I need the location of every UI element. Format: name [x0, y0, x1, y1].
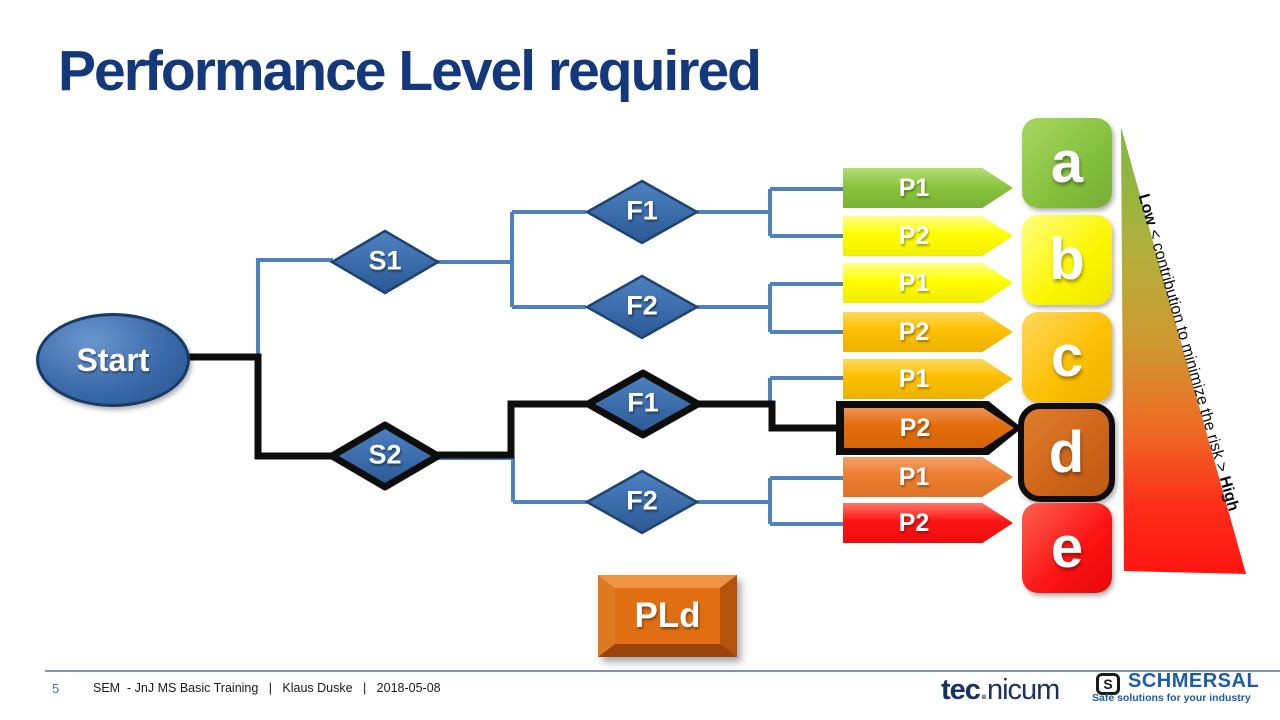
connector-f1-p2-bold [698, 400, 846, 432]
tag-p1-amber: P1 [843, 359, 1013, 399]
tag-p2-orange-inner: P2 [844, 408, 1014, 448]
result-box-c: c [1022, 312, 1112, 402]
tag-p1-orange: P1 [843, 457, 1013, 497]
decision-label-f2-bottom: F2 [626, 485, 658, 516]
result-box-b: b [1022, 215, 1112, 305]
result-box-e: e [1022, 503, 1112, 593]
connectors-normal [256, 187, 845, 526]
tag-p2-amber: P2 [843, 312, 1013, 352]
decision-diamond-s2-highlighted [328, 421, 442, 491]
connector-start-s1 [256, 258, 333, 357]
decision-label-f1-top: F1 [626, 195, 658, 226]
result-box-a: a [1022, 118, 1112, 208]
decision-diamond-f2-top [584, 274, 700, 340]
start-label: Start [76, 341, 150, 378]
connector-f1top-p [697, 187, 845, 238]
result-box-d-highlighted: d [1018, 403, 1115, 502]
connector-f1bottom-p1 [700, 376, 845, 406]
schmersal-icon: S [1096, 673, 1120, 695]
risk-gradient-triangle [1121, 127, 1246, 574]
decision-label-s2: S2 [368, 439, 402, 470]
decision-diamond-f2-bottom [584, 469, 700, 535]
decision-label-f1-bottom: F1 [627, 387, 659, 418]
schmersal-tagline: Safe solutions for your industry [1092, 692, 1251, 704]
decision-diamonds [328, 179, 702, 535]
connector-s1-f [437, 210, 586, 309]
footer-divider [45, 670, 1280, 672]
tag-p2-yellow: P2 [843, 216, 1013, 256]
decision-diamond-f1-bottom-highlighted [584, 369, 702, 439]
pld-badge: PLd [598, 575, 737, 657]
connector-f2top-p [697, 282, 845, 334]
tecnicum-logo: tec.nicum [941, 674, 1060, 706]
connector-s2-f1-bold [438, 400, 588, 459]
page-number: 5 [52, 681, 60, 696]
decision-diamond-f1-top [584, 179, 700, 245]
connectors-highlighted [180, 353, 846, 460]
page-title: Performance Level required [58, 39, 762, 103]
start-node: Start [36, 313, 190, 407]
connector-s2-f2 [437, 456, 587, 504]
schmersal-logo-name: SCHMERSAL [1128, 670, 1260, 692]
tag-p1-green: P1 [843, 168, 1013, 208]
connector-start-s2-bold [180, 353, 332, 460]
decision-diamond-s1 [329, 229, 441, 295]
footer-text: SEM - JnJ MS Basic Training | Klaus Dusk… [93, 681, 441, 695]
connector-f2bottom-p [697, 476, 845, 526]
tag-p2-red: P2 [843, 503, 1013, 543]
tag-p1-yellow: P1 [843, 263, 1013, 303]
decision-label-s1: S1 [368, 245, 402, 276]
tag-p2-orange-highlighted: P2 [836, 401, 1022, 455]
decision-label-f2-top: F2 [626, 290, 658, 321]
